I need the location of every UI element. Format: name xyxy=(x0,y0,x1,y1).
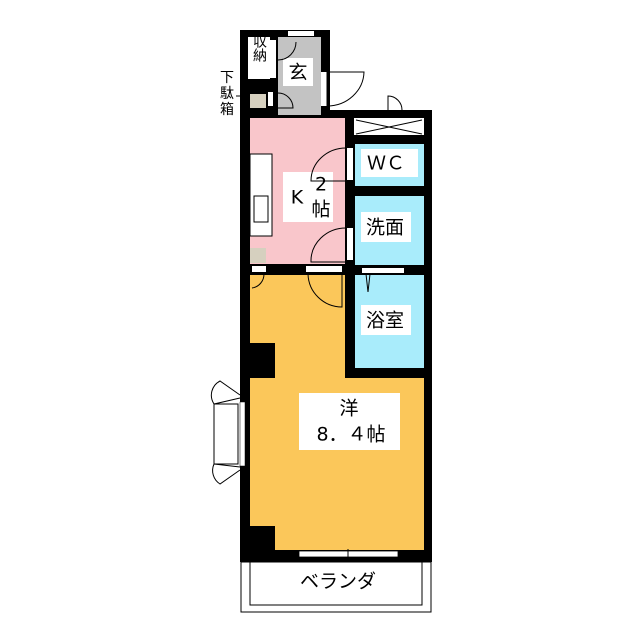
column-lower xyxy=(248,526,275,554)
balcony-label: ベランダ xyxy=(300,571,376,593)
bay-window-lower-swing xyxy=(212,463,241,485)
storage-label-1: 収納 xyxy=(251,34,267,63)
kitchen-label-size: 2 xyxy=(315,174,327,196)
shoe-box-label-3: 箱 xyxy=(220,102,234,118)
entrance-label-bg xyxy=(283,58,313,86)
kitchen-label-letter: K xyxy=(291,187,304,209)
front-door-jamb xyxy=(321,72,327,106)
bathroom-door-mark xyxy=(365,273,371,293)
bathroom-label-bg xyxy=(361,305,411,335)
bay-window-upper-swing xyxy=(210,380,241,405)
kitchen-door-swing xyxy=(307,273,343,308)
shoe-box-label-2: 駄 xyxy=(220,86,234,102)
washroom-label: 洗面 xyxy=(366,217,404,239)
shoebox-door-swing xyxy=(277,92,294,109)
bay-window-sash xyxy=(239,401,246,467)
storage-door-swing xyxy=(277,41,297,61)
entrance-top-window xyxy=(288,31,314,36)
fridge-space xyxy=(250,248,266,263)
washroom-door xyxy=(347,228,353,260)
shoe-box-label-1: 下 xyxy=(220,70,234,86)
western-room-size: 8．４帖 xyxy=(316,424,385,446)
kitchen-door-frame xyxy=(306,266,342,272)
front-door-swing xyxy=(326,71,365,107)
fridge-door-frame xyxy=(252,266,266,272)
kitchen-counter xyxy=(249,153,273,237)
wc-label: ＷＣ xyxy=(367,153,405,175)
bay-window xyxy=(213,403,239,465)
entrance-label: 玄 xyxy=(288,62,307,84)
kitchen-sink xyxy=(253,195,269,223)
storage-door xyxy=(270,40,276,78)
balcony xyxy=(240,561,432,613)
western-label-bg xyxy=(299,393,400,450)
balcony-door-swing xyxy=(387,95,403,111)
washroom-door-swing xyxy=(310,227,347,263)
storage-room xyxy=(248,37,270,79)
wc-door-swing xyxy=(310,147,347,182)
kitchen-label-bg xyxy=(283,172,333,222)
bathroom-label: 浴室 xyxy=(366,310,404,332)
washroom-label-bg xyxy=(361,212,411,242)
bathroom-door xyxy=(362,268,404,273)
western-room-name: 洋 xyxy=(339,398,358,420)
wc-label-bg xyxy=(361,149,418,177)
kitchen-label-unit: 帖 xyxy=(311,199,330,221)
pipe-space-cross xyxy=(355,119,423,135)
column-upper xyxy=(248,343,275,378)
shoe-box xyxy=(250,94,266,108)
balcony-inner xyxy=(249,561,423,606)
shoe-box-door xyxy=(268,92,273,106)
wc-door xyxy=(347,148,353,180)
small-door-swing xyxy=(251,273,265,289)
